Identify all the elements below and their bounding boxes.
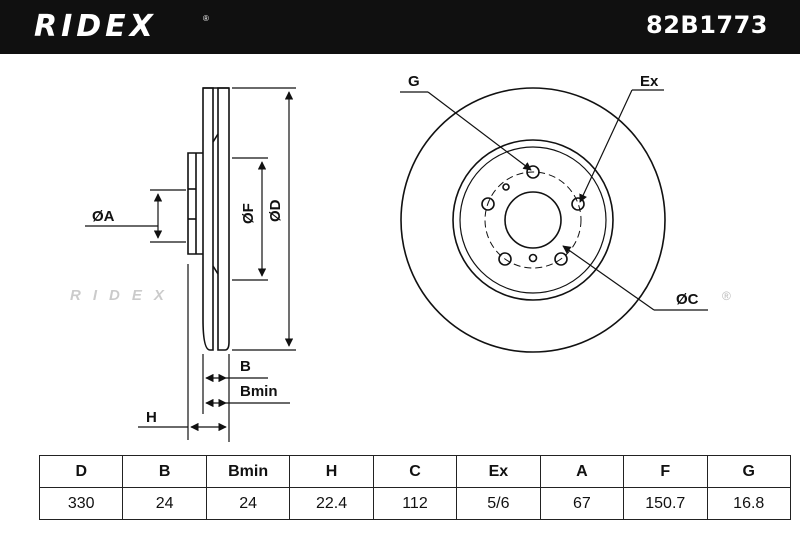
label-b: B [240,358,251,375]
header-c: C [372,455,458,488]
watermark-registered-mark: ® [722,289,731,303]
label-h: H [146,409,157,426]
header-bmin: Bmin [205,455,291,488]
specs-header-row: D B Bmin H C Ex A F G [38,455,791,488]
dimension-b [202,354,268,442]
leader-c [562,245,708,311]
label-diameter-a: ØA [92,208,115,225]
disc-front-view [400,87,666,353]
header-f: F [623,455,708,488]
specs-table: D B Bmin H C Ex A F G 330 24 24 22.4 112… [38,455,791,520]
value-b: 24 [122,487,207,520]
value-d: 330 [38,487,124,520]
value-c: 112 [372,487,458,520]
header-a: A [539,455,625,488]
header-d: D [38,455,124,488]
label-diameter-f: ØF [240,203,257,224]
dimension-h [138,264,227,440]
label-ex: Ex [640,73,659,90]
brake-disc-diagram: RIDEX ® ØD ØF ØA [70,73,731,442]
header-b: B [122,455,207,488]
value-g: 16.8 [706,487,791,520]
brand-logo: RIDEX [34,9,157,44]
header-ex: Ex [456,455,541,488]
leader-ex [579,89,664,203]
disc-side-section [187,87,230,351]
value-a: 67 [539,487,625,520]
label-diameter-c: ØC [676,291,699,308]
leader-g [400,91,532,171]
specs-value-row: 330 24 24 22.4 112 5/6 67 150.7 16.8 [38,487,791,520]
label-bmin: Bmin [240,383,278,400]
label-g: G [408,73,420,90]
label-diameter-d: ØD [267,199,284,222]
value-f: 150.7 [623,487,708,520]
value-h: 22.4 [289,487,374,520]
value-ex: 5/6 [456,487,541,520]
dimension-d [232,87,296,351]
part-number: 82B1773 [646,11,768,39]
brand-registered-mark: ® [203,14,209,23]
dimension-a [85,189,186,243]
dimension-f [232,157,268,281]
value-bmin: 24 [205,487,291,520]
watermark-logo: RIDEX [70,287,176,304]
header-g: G [706,455,791,488]
header-bar: RIDEX ® 82B1773 [0,0,800,54]
header-h: H [289,455,374,488]
